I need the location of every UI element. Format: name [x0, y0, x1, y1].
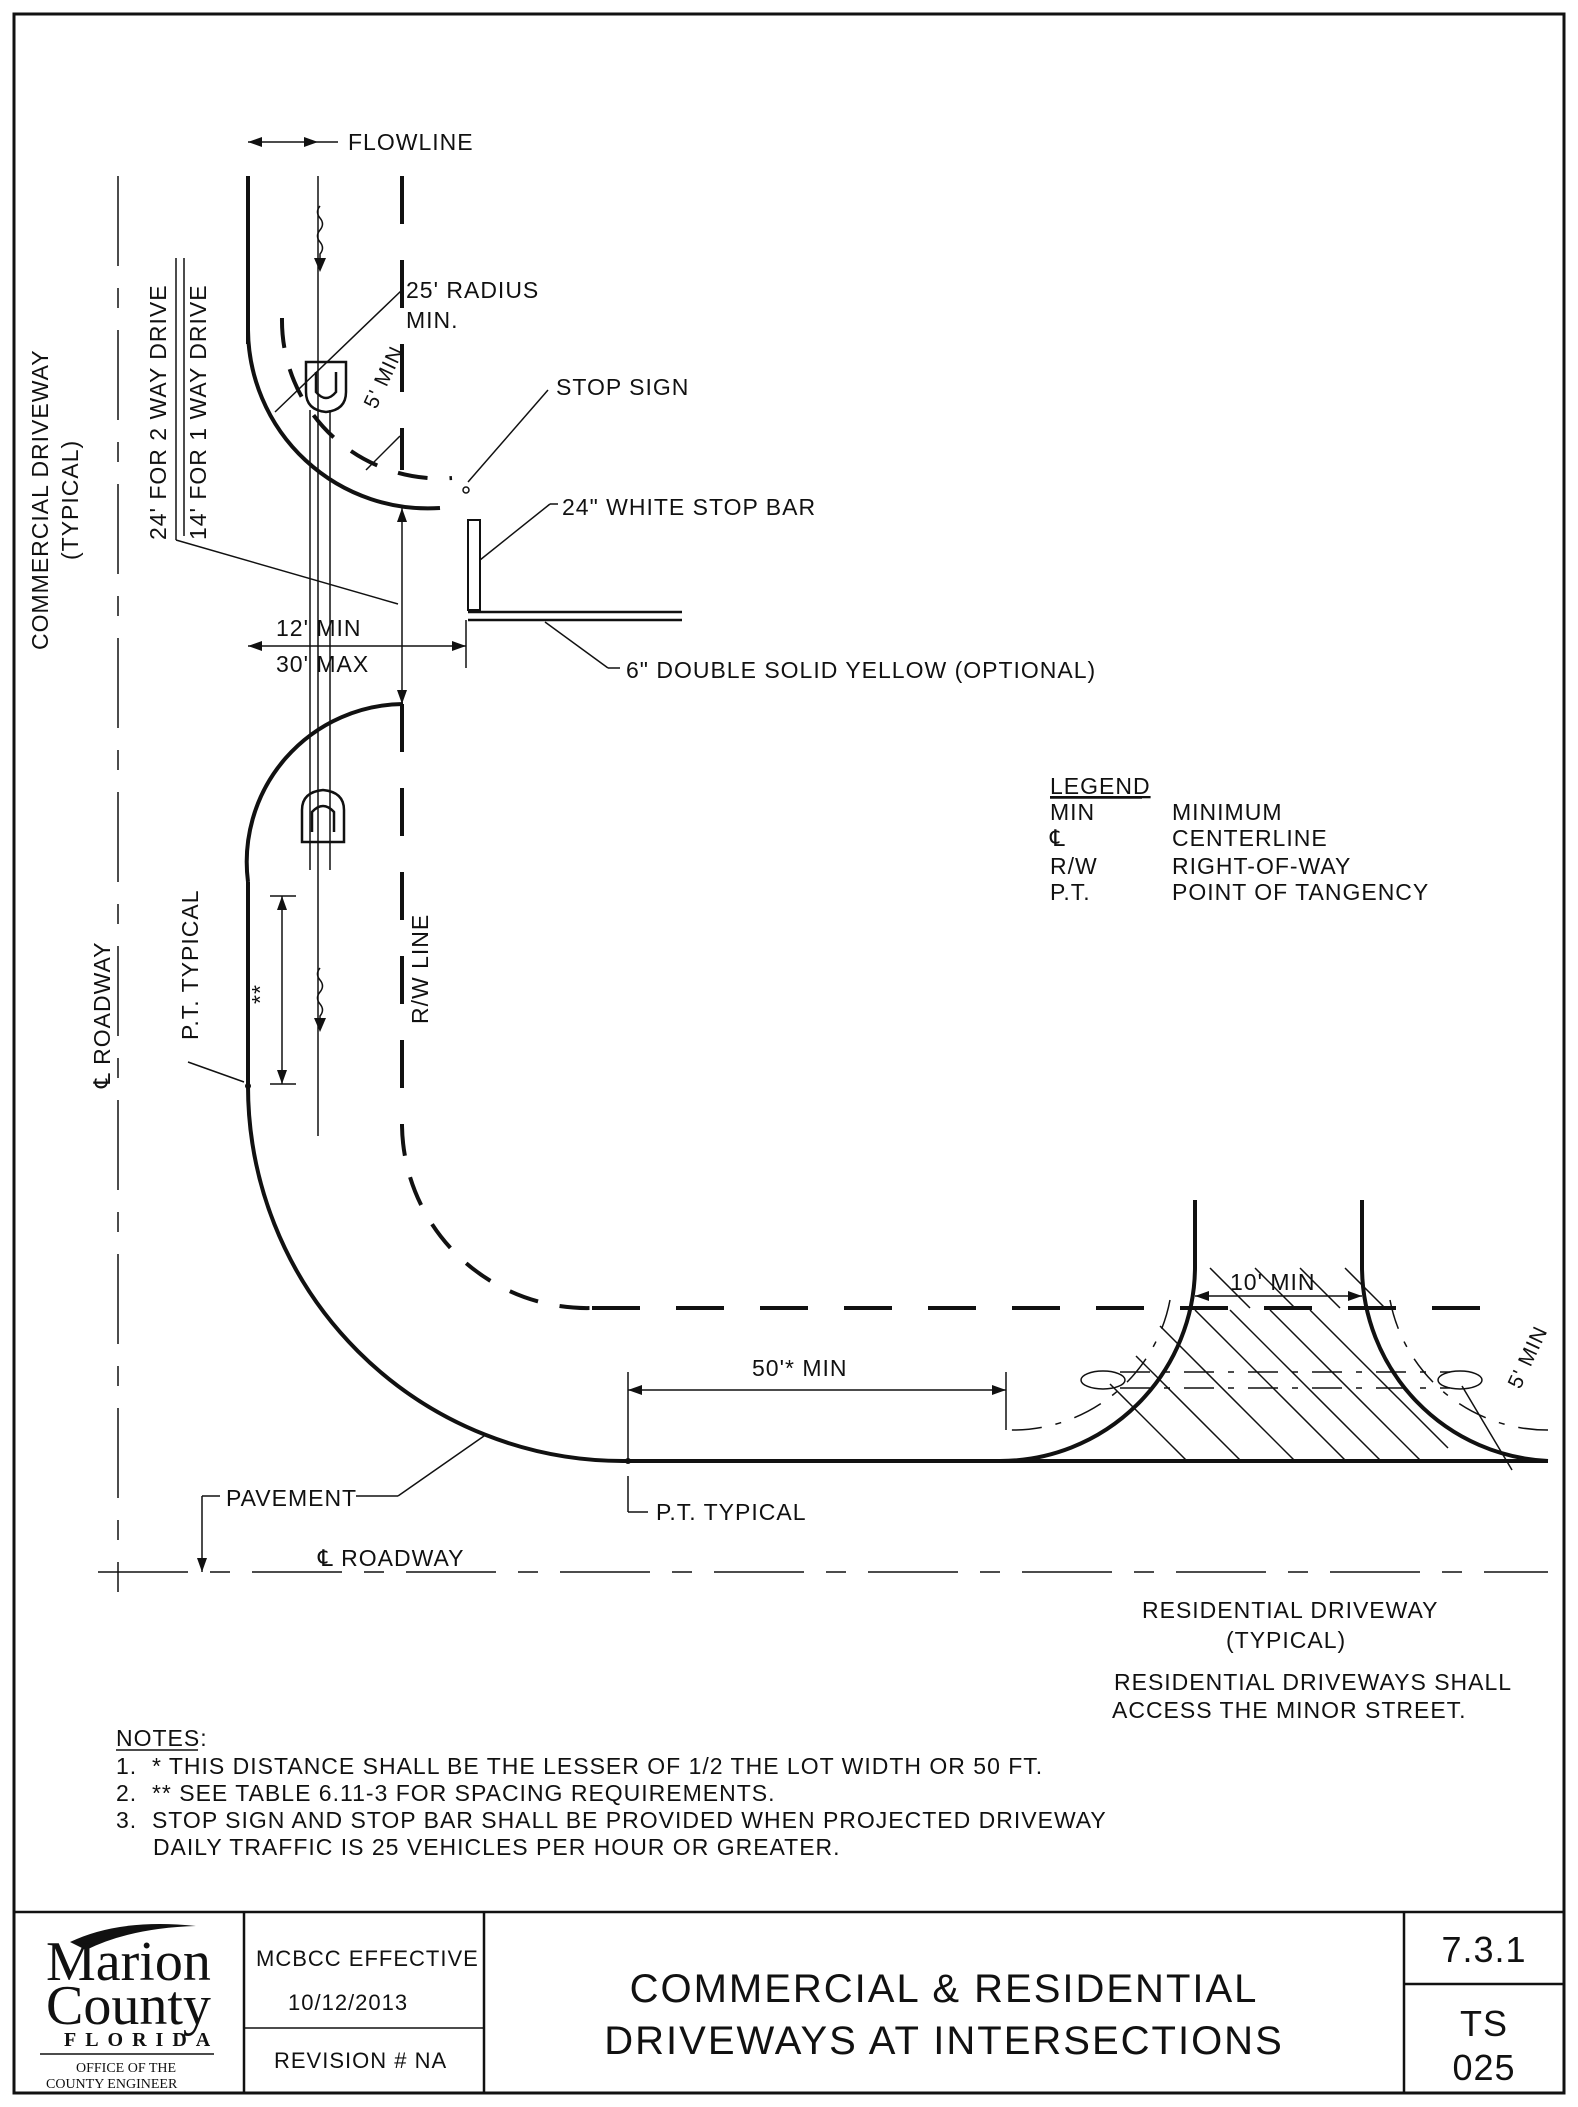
marion-county-logo: Marion County FLORIDA OFFICE OF THE COUN…: [40, 1924, 219, 2092]
pt-typical-horizontal-label: P.T. TYPICAL: [656, 1499, 807, 1525]
pavement-arrow-symbol-lower: [300, 788, 346, 844]
title-block: Marion County FLORIDA OFFICE OF THE COUN…: [14, 1910, 1564, 2093]
pt-leader-vertical: [187, 1061, 245, 1083]
legend: LEGEND MIN MINIMUM ℄ CENTERLINE R/W RIGH…: [1049, 773, 1429, 905]
residential-driveway-label: RESIDENTIAL DRIVEWAY: [1142, 1597, 1438, 1623]
rw-line-label: R/W LINE: [407, 914, 433, 1024]
flow-arrow-head-bottom: [314, 1018, 326, 1032]
notes-title: NOTES:: [116, 1725, 208, 1751]
double-star-label: **: [247, 984, 273, 1004]
legend-meaning-3: RIGHT-OF-WAY: [1172, 853, 1351, 879]
double-yellow-leader: [544, 621, 609, 669]
sheet-title-line1: COMMERCIAL & RESIDENTIAL: [630, 1967, 1259, 2011]
fifty-min-label: 50'* MIN: [752, 1355, 847, 1381]
flow-arrow-down-top: [316, 205, 324, 264]
logo-florida: FLORIDA: [64, 2029, 219, 2051]
notes: NOTES: 1. * THIS DISTANCE SHALL BE THE L…: [116, 1725, 1107, 1860]
sheet-code: TS: [1460, 2003, 1508, 2044]
sheet-number: 025: [1452, 2047, 1515, 2088]
flow-arrow-head-top: [314, 258, 326, 272]
commercial-typical-label: (TYPICAL): [57, 440, 83, 560]
index-number: 7.3.1: [1441, 1929, 1526, 1970]
stop-bar-label: 24" WHITE STOP BAR: [562, 494, 816, 520]
cl-roadway-vertical-label: ℄ ROADWAY: [89, 942, 115, 1089]
stop-bar: [467, 519, 481, 611]
sheet-title-line2: DRIVEWAYS AT INTERSECTIONS: [604, 2019, 1284, 2063]
stop-sign-symbol: [462, 486, 470, 494]
flowline-curve-upper: [279, 317, 453, 481]
residential-typical-label: (TYPICAL): [1226, 1627, 1346, 1653]
max-30-label: 30' MAX: [276, 651, 369, 677]
note-2: 2. ** SEE TABLE 6.11-3 FOR SPACING REQUI…: [116, 1780, 776, 1806]
logo-county: County: [46, 1975, 211, 2037]
two-way-label: 24' FOR 2 WAY DRIVE: [145, 284, 171, 540]
pavement-arrow-symbol-upper: [304, 360, 348, 414]
residential-note-line1: RESIDENTIAL DRIVEWAYS SHALL: [1114, 1669, 1512, 1695]
min-12-label: 12' MIN: [276, 615, 362, 641]
sheet-border: [12, 12, 1566, 2095]
note-3: 3. STOP SIGN AND STOP BAR SHALL BE PROVI…: [116, 1807, 1107, 1833]
legend-abbr-3: R/W: [1050, 853, 1098, 879]
radius-label-line1: 25' RADIUS: [406, 277, 539, 303]
rw-line-curve: [400, 1125, 593, 1311]
legend-meaning-4: POINT OF TANGENCY: [1172, 879, 1429, 905]
radius-leader: [274, 289, 403, 413]
flow-arrow-down-bottom: [316, 967, 324, 1026]
pt-typical-vertical-label: P.T. TYPICAL: [177, 890, 203, 1041]
stop-sign-label: STOP SIGN: [556, 374, 689, 400]
commercial-driveway-label: COMMERCIAL DRIVEWAY: [27, 349, 53, 650]
five-min-dim-top: [365, 435, 401, 471]
one-way-label: 14' FOR 1 WAY DRIVE: [185, 284, 211, 540]
double-yellow-label: 6" DOUBLE SOLID YELLOW (OPTIONAL): [626, 657, 1096, 683]
logo-office-line2: COUNTY ENGINEER: [46, 2077, 178, 2092]
legend-meaning-2: CENTERLINE: [1172, 825, 1328, 851]
legend-abbr-2: ℄: [1049, 825, 1066, 851]
legend-abbr-1: MIN: [1050, 799, 1095, 825]
flowline-label: FLOWLINE: [348, 129, 474, 155]
revision-label: REVISION # NA: [274, 2048, 447, 2073]
cl-roadway-horizontal-label: ℄ ROADWAY: [317, 1545, 464, 1571]
stop-bar-leader: [479, 503, 551, 561]
driveway-return-lower: [244, 702, 404, 883]
logo-office-line1: OFFICE OF THE: [76, 2061, 176, 2076]
ten-min-label: 10' MIN: [1230, 1269, 1316, 1295]
residential-driveway: 10' MIN 5' MIN: [999, 1200, 1553, 1471]
radius-label-line2: MIN.: [406, 307, 459, 333]
legend-meaning-1: MINIMUM: [1172, 799, 1282, 825]
pavement-edge: [246, 176, 1548, 1463]
legend-abbr-4: P.T.: [1050, 879, 1091, 905]
driveway-return-upper: [246, 329, 441, 511]
note-3-cont: DAILY TRAFFIC IS 25 VEHICLES PER HOUR OR…: [116, 1834, 841, 1860]
residential-note-line2: ACCESS THE MINOR STREET.: [1112, 1697, 1467, 1723]
effective-label: MCBCC EFFECTIVE: [256, 1946, 479, 1971]
stop-sign-leader: [467, 389, 549, 483]
logo-marion: Marion: [46, 1931, 211, 1993]
five-min-label-right: 5' MIN: [1504, 1323, 1553, 1393]
intersection-drawing: STOP SIGN 24" WHITE STOP BAR 6" DOUBLE S…: [27, 129, 1552, 1723]
drive-width-leader: [175, 539, 399, 605]
effective-date: 10/12/2013: [288, 1990, 408, 2015]
pavement-label: PAVEMENT: [226, 1485, 357, 1511]
legend-title: LEGEND: [1050, 773, 1151, 799]
logo-swoosh: [70, 1924, 196, 1950]
note-1: 1. * THIS DISTANCE SHALL BE THE LESSER O…: [116, 1753, 1043, 1779]
